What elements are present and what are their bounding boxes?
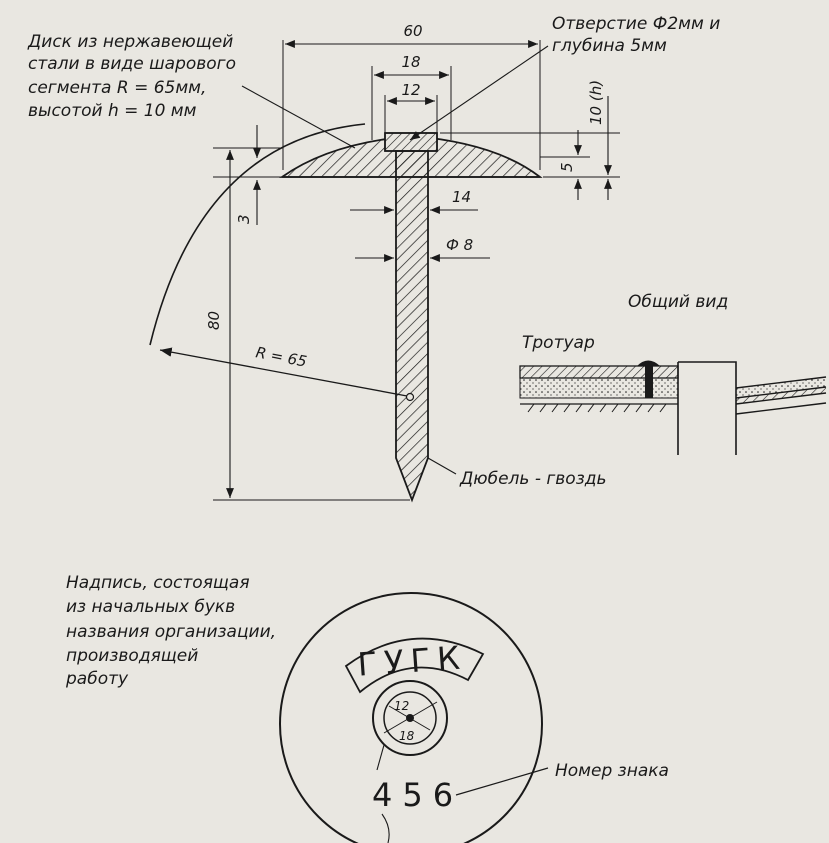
inner-dim-12: 12 <box>394 699 409 713</box>
inner-dim-18: 18 <box>399 729 415 743</box>
mini-disk <box>637 360 660 366</box>
svg-text:производящей: производящей <box>66 646 198 666</box>
dim-60: 60 <box>403 22 422 40</box>
sidewalk-label: Тротуар <box>522 333 595 353</box>
svg-text:Надпись, состоящая: Надпись, состоящая <box>66 573 250 593</box>
plan-view: Надпись, состоящая из начальных букв наз… <box>65 573 669 843</box>
sign-number: 456 <box>372 776 463 814</box>
org-banner <box>344 637 485 694</box>
hub-outer <box>372 680 448 756</box>
org-letters: ГУГК <box>356 638 468 684</box>
svg-text:названия организации,: названия организации, <box>66 622 276 642</box>
dim-18: 18 <box>401 53 420 71</box>
svg-text:из начальных букв: из начальных букв <box>66 597 235 617</box>
svg-text:глубина 5мм: глубина 5мм <box>552 36 667 56</box>
general-view-title: Общий вид <box>628 292 728 312</box>
dim-10h: 10 (h) <box>587 80 605 125</box>
dim-r65: R = 65 <box>254 343 308 371</box>
svg-text:работу: работу <box>65 669 129 689</box>
disk-plan-outline <box>279 592 543 843</box>
hub-inner <box>383 691 437 745</box>
dowel-nail-label: Дюбель - гвоздь <box>459 469 607 489</box>
svg-text:Диск из нержавеющей: Диск из нержавеющей <box>27 32 233 52</box>
dim-12: 12 <box>401 81 420 99</box>
disk-note: Диск из нержавеющей стали в виде шаровог… <box>27 32 236 121</box>
sidewalk-base <box>519 377 679 399</box>
sign-number-label: Номер знака <box>555 761 669 781</box>
curb <box>677 361 737 455</box>
svg-text:Отверстие Ф2мм и: Отверстие Ф2мм и <box>552 14 720 34</box>
dim-3: 3 <box>235 214 253 224</box>
hole-note: Отверстие Ф2мм и глубина 5мм <box>552 14 720 56</box>
svg-text:стали в виде шарового: стали в виде шарового <box>28 54 236 74</box>
mini-nail <box>645 366 653 398</box>
sidewalk-asphalt <box>519 365 679 379</box>
section-view: 60 18 12 10 (h) 5 14 Ф 8 3 80 R = 65 Дис… <box>27 14 720 503</box>
svg-text:высотой h = 10 мм: высотой h = 10 мм <box>28 101 197 121</box>
svg-text:сегмента R = 65мм,: сегмента R = 65мм, <box>28 78 206 98</box>
dim-14: 14 <box>452 188 471 206</box>
dowel-nail <box>395 150 429 503</box>
dim-phi8: Ф 8 <box>446 236 473 254</box>
arc-center-point <box>405 392 415 402</box>
dim-5: 5 <box>558 162 576 172</box>
general-view: Общий вид Тротуар <box>519 292 827 455</box>
inscription-note: Надпись, состоящая из начальных букв наз… <box>65 573 276 689</box>
dim-80: 80 <box>205 311 223 330</box>
